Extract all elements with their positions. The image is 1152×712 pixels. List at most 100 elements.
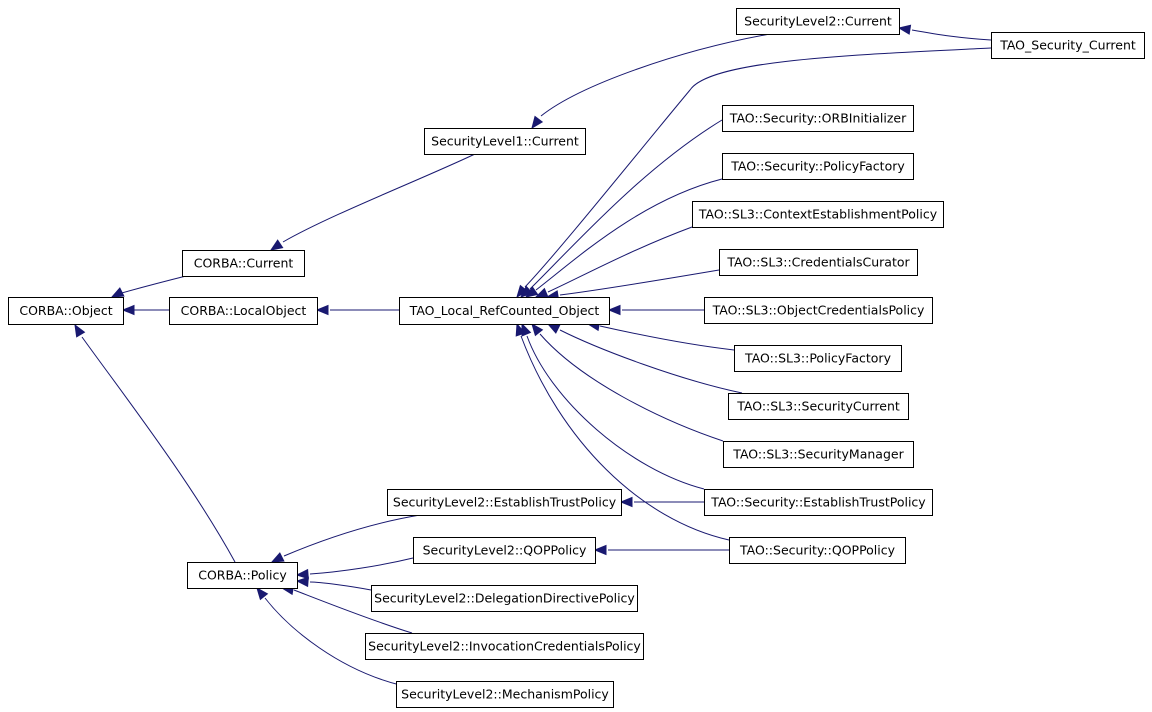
class-node-tao-sl3-ctxest[interactable]: TAO::SL3::ContextEstablishmentPolicy	[692, 201, 944, 228]
class-node-tao-sl3-objcred[interactable]: TAO::SL3::ObjectCredentialsPolicy	[704, 297, 933, 324]
class-box	[723, 441, 914, 468]
arrowhead-corba_current-to-corba_object	[110, 287, 125, 298]
class-node-sl2-qop[interactable]: SecurityLevel2::QOPPolicy	[413, 537, 596, 564]
edge-corba_policy-to-corba_object	[81, 336, 236, 563]
class-node-tao-sec-policyfactory[interactable]: TAO::Security::PolicyFactory	[722, 153, 914, 180]
edge-sl2_qop-to-corba_policy	[309, 557, 414, 575]
class-box	[722, 105, 914, 132]
arrowhead-tao_sec_qop-to-sl2_qop	[593, 544, 607, 556]
arrowhead-tao_sec_policyfactory-to-tao_local_refcounted	[524, 286, 539, 298]
class-label: SecurityLevel2::EstablishTrustPolicy	[393, 495, 617, 510]
class-box	[182, 250, 305, 277]
arrowhead-tao_sl3_ctxest-to-tao_local_refcounted	[534, 287, 549, 298]
class-label: SecurityLevel2::Current	[744, 14, 892, 29]
class-box	[704, 489, 933, 516]
class-label: TAO::SL3::ObjectCredentialsPolicy	[712, 303, 925, 318]
class-box	[719, 249, 918, 276]
arrowhead-tao_local_refcounted-to-corba_localobject	[315, 304, 329, 316]
arrowhead-tao_sl3_objcred-to-tao_local_refcounted	[607, 304, 621, 316]
class-box	[8, 297, 124, 325]
arrowhead-tao_sec_orbinit-to-tao_local_refcounted	[520, 285, 534, 298]
class-node-sl2-current[interactable]: SecurityLevel2::Current	[736, 8, 900, 35]
class-node-tao-sl3-seccurrent[interactable]: TAO::SL3::SecurityCurrent	[728, 393, 909, 420]
class-box	[169, 297, 318, 325]
class-box	[365, 633, 644, 660]
class-label: SecurityLevel2::DelegationDirectivePolic…	[374, 591, 635, 606]
edge-tao_sec_orbinit-to-tao_local_refcounted	[529, 119, 723, 290]
edge-sl2_delegation-to-corba_policy	[309, 581, 372, 591]
edge-tao_security_current-to-tao_local_refcounted	[524, 47, 992, 288]
arrowhead-tao_security_current-to-sl2_current	[897, 24, 912, 35]
arrowhead-tao_sl3_seccurrent-to-tao_local_refcounted	[546, 323, 561, 334]
edge-tao_sec_policyfactory-to-tao_local_refcounted	[535, 178, 723, 291]
class-node-sl1-current[interactable]: SecurityLevel1::Current	[424, 128, 586, 155]
class-label: TAO::SL3::ContextEstablishmentPolicy	[698, 207, 938, 222]
arrowhead-tao_sl3_secmanager-to-tao_local_refcounted	[531, 322, 544, 337]
class-node-corba-object[interactable]: CORBA::Object	[8, 297, 124, 325]
class-node-tao-sec-orbinit[interactable]: TAO::Security::ORBInitializer	[722, 105, 914, 132]
class-node-tao-local-refcounted[interactable]: TAO_Local_RefCounted_Object	[399, 297, 610, 325]
arrowhead-tao_sec_estrust-to-sl2_estrust	[619, 496, 633, 508]
class-box	[424, 128, 586, 155]
class-node-tao-sl3-policyfactory[interactable]: TAO::SL3::PolicyFactory	[734, 345, 902, 372]
class-label: TAO_Local_RefCounted_Object	[409, 303, 600, 318]
class-node-tao-sec-estrust[interactable]: TAO::Security::EstablishTrustPolicy	[704, 489, 933, 516]
class-label: CORBA::Current	[194, 256, 294, 271]
arrowhead-sl1_current-to-corba_current	[269, 239, 284, 251]
nodes-layer: CORBA::Object CORBA::CurrentCORBA::LocalO…	[8, 8, 1145, 708]
class-node-tao-sl3-secmanager[interactable]: TAO::SL3::SecurityManager	[723, 441, 914, 468]
edge-tao_sec_estrust-to-tao_local_refcounted	[526, 335, 705, 490]
edge-sl2_current-to-sl1_current	[540, 33, 771, 117]
arrowhead-corba_policy-to-corba_object	[74, 323, 86, 338]
class-node-sl2-estrust[interactable]: SecurityLevel2::EstablishTrustPolicy	[387, 489, 622, 516]
class-box	[399, 297, 610, 325]
class-label: TAO_Security_Current	[999, 38, 1136, 53]
class-label: TAO::Security::EstablishTrustPolicy	[710, 495, 926, 510]
class-node-sl2-invocation[interactable]: SecurityLevel2::InvocationCredentialsPol…	[365, 633, 644, 660]
class-box	[728, 393, 909, 420]
class-label: TAO::Security::QOPPolicy	[739, 543, 896, 558]
edge-sl2_estrust-to-corba_policy	[283, 514, 421, 557]
edge-tao_sec_qop-to-tao_local_refcounted	[520, 335, 730, 541]
arrowhead-tao_sec_estrust-to-tao_local_refcounted	[521, 322, 532, 337]
class-node-tao-sl3-credcurator[interactable]: TAO::SL3::CredentialsCurator	[719, 249, 918, 276]
class-node-corba-current[interactable]: CORBA::Current	[182, 250, 305, 277]
class-box	[722, 153, 914, 180]
class-node-corba-localobject[interactable]: CORBA::LocalObject	[169, 297, 318, 325]
class-label: SecurityLevel2::InvocationCredentialsPol…	[368, 639, 641, 654]
class-box	[371, 585, 638, 612]
class-node-sl2-mechanism[interactable]: SecurityLevel2::MechanismPolicy	[396, 681, 614, 708]
class-box	[396, 681, 614, 708]
class-label: TAO::Security::ORBInitializer	[729, 111, 907, 126]
class-node-corba-policy[interactable]: CORBA::Policy	[187, 562, 298, 589]
class-label: TAO::SL3::SecurityCurrent	[736, 399, 900, 414]
edge-tao_sl3_ctxest-to-tao_local_refcounted	[547, 226, 693, 293]
class-node-tao-security-current[interactable]: TAO_Security_Current	[991, 32, 1145, 59]
class-label: CORBA::Object	[19, 303, 112, 318]
edge-tao_sl3_policyfactory-to-tao_local_refcounted	[599, 325, 735, 351]
class-label: TAO::SL3::CredentialsCurator	[726, 255, 910, 270]
class-node-tao-sec-qop[interactable]: TAO::Security::QOPPolicy	[729, 537, 906, 564]
arrowhead-corba_localobject-to-corba_object	[121, 304, 135, 316]
edge-sl2_mechanism-to-corba_policy	[264, 597, 401, 686]
class-box	[387, 489, 622, 516]
class-node-sl2-delegation[interactable]: SecurityLevel2::DelegationDirectivePolic…	[371, 585, 638, 612]
class-label: SecurityLevel2::QOPPolicy	[423, 543, 587, 558]
arrowhead-sl2_delegation-to-corba_policy	[295, 576, 309, 588]
edge-tao_security_current-to-sl2_current	[911, 29, 992, 41]
class-box	[736, 8, 900, 35]
class-box	[187, 562, 298, 589]
edge-tao_sl3_credcurator-to-tao_local_refcounted	[559, 269, 720, 296]
class-box	[413, 537, 596, 564]
edge-tao_sl3_secmanager-to-tao_local_refcounted	[539, 333, 724, 442]
edge-tao_sl3_seccurrent-to-tao_local_refcounted	[559, 329, 743, 394]
arrowhead-sl2_current-to-sl1_current	[531, 115, 544, 130]
edges-layer	[74, 24, 992, 686]
arrowhead-sl2_estrust-to-corba_policy	[270, 552, 285, 563]
class-label: SecurityLevel2::MechanismPolicy	[401, 687, 609, 702]
edge-sl1_current-to-corba_current	[282, 153, 476, 243]
class-label: TAO::SL3::PolicyFactory	[744, 351, 892, 366]
class-label: TAO::Security::PolicyFactory	[730, 159, 905, 174]
class-label: SecurityLevel1::Current	[431, 134, 579, 149]
